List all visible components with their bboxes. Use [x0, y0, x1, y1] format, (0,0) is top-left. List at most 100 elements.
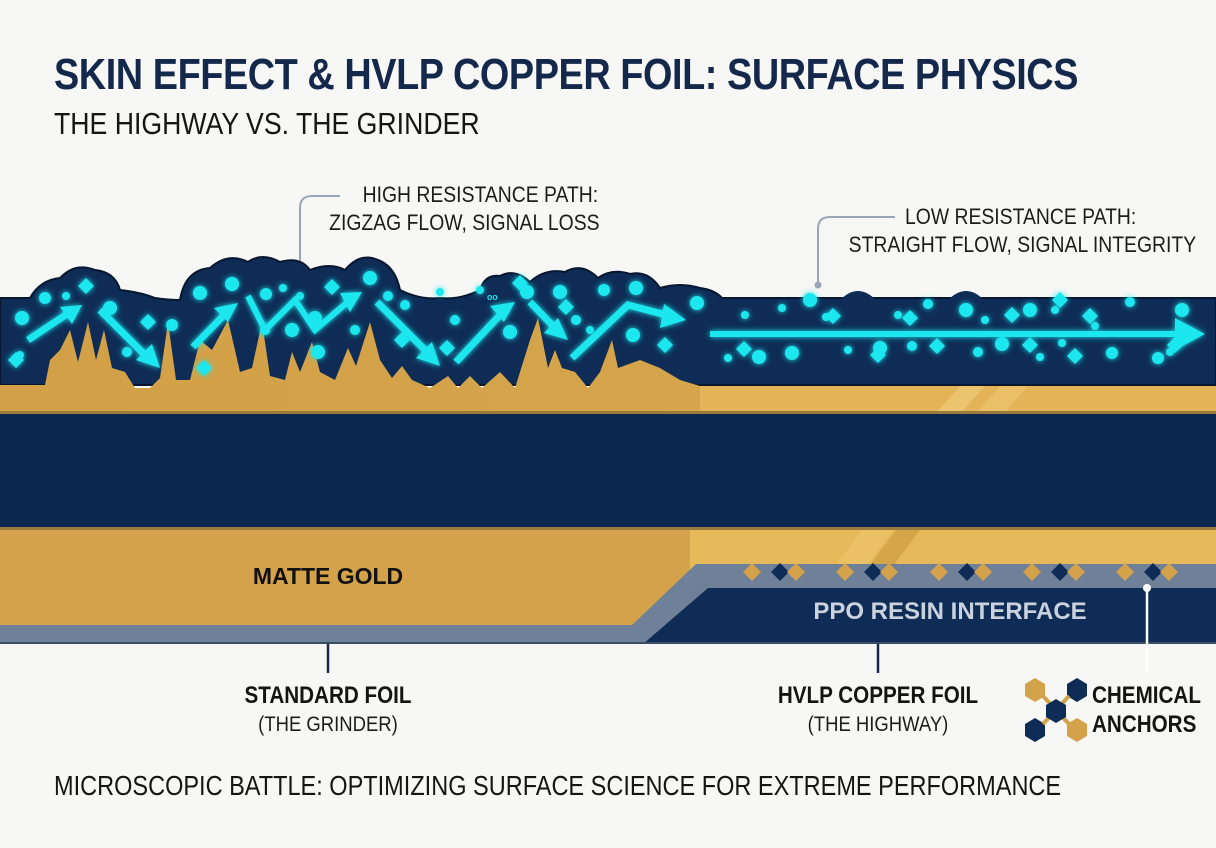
gold-sheen-2	[866, 530, 920, 570]
electron-particle	[450, 315, 460, 325]
electron-particle	[995, 337, 1009, 351]
ion-particle	[394, 332, 410, 348]
electron-particle	[350, 325, 360, 335]
high-resistance-leader-line	[299, 195, 340, 265]
matte-gold-label: MATTE GOLD	[253, 563, 403, 589]
hvlp-sheen-1	[936, 386, 985, 413]
electron-particle	[981, 316, 989, 324]
electron-particle	[383, 291, 393, 301]
high-resistance-callout: HIGH RESISTANCE PATH: ZIGZAG FLOW, SIGNA…	[329, 181, 599, 237]
anchor-diamond	[930, 563, 948, 581]
electron-particle	[503, 325, 517, 339]
electron-particle	[923, 299, 933, 309]
electron-particle	[553, 285, 567, 299]
electron-particle	[598, 284, 610, 296]
hvlp-foil-label: HVLP COPPER FOIL	[777, 682, 979, 709]
chemical-anchors-leader-dot	[1143, 584, 1151, 592]
electron-particle	[1125, 297, 1135, 307]
electron-particle	[973, 347, 983, 357]
electron-particle	[752, 350, 766, 364]
ion-particle	[1067, 348, 1083, 364]
copper-bottom-edge	[0, 411, 1216, 414]
electron-particles	[8, 271, 1189, 376]
electron-particle	[1106, 347, 1118, 359]
electron-particle	[225, 277, 239, 291]
anchor-diamond	[836, 563, 854, 581]
electron-particle	[844, 346, 852, 354]
electron-particle	[778, 304, 786, 312]
ion-particle	[558, 299, 574, 315]
electron-particle	[296, 292, 304, 300]
hvlp-foil-sublabel: (THE HIGHWAY)	[807, 713, 949, 736]
electron-particle	[959, 303, 973, 317]
low-resistance-leader-dot	[814, 281, 822, 289]
standard-foil-label: STANDARD FOIL	[244, 682, 412, 709]
ion-particle	[1052, 292, 1068, 308]
electron-particle	[122, 347, 132, 357]
anchor-diamond	[1116, 563, 1134, 581]
ion-particle	[140, 314, 156, 330]
dielectric-core	[0, 414, 1216, 528]
electron-particle	[1023, 303, 1037, 317]
zigzag-arrow-7	[527, 299, 568, 340]
ion-particle	[512, 275, 528, 291]
electron-particle	[39, 292, 51, 304]
low-resistance-line1: LOW RESISTANCE PATH:	[905, 204, 1137, 229]
electron-particle	[907, 341, 917, 351]
electron-particle	[15, 311, 29, 325]
anchor-diamond	[958, 563, 976, 581]
ion-particle	[1004, 307, 1020, 323]
electron-particle	[193, 286, 207, 300]
high-resistance-line1: HIGH RESISTANCE PATH:	[362, 182, 599, 207]
electron-particle	[1091, 322, 1099, 330]
zigzag-arrow-6	[453, 302, 515, 365]
electron-particle	[1058, 339, 1066, 347]
resin-bottom-edge	[0, 642, 1216, 644]
anchor-diamond	[880, 563, 898, 581]
molecule-anchor-icon	[1025, 678, 1087, 742]
hvlp-gold-layer	[690, 530, 1216, 570]
ion-particle	[902, 310, 918, 326]
electron-particle	[520, 285, 534, 299]
electron-particle	[363, 271, 377, 285]
slate-interface-band	[0, 564, 1216, 643]
electron-particle	[62, 292, 70, 300]
dielectric-bottom-edge	[0, 527, 1216, 530]
hvlp-sheen-2	[976, 386, 1028, 413]
anchor-diamond	[1051, 563, 1069, 581]
electron-particle	[476, 286, 484, 294]
signal-arrows	[26, 292, 1205, 368]
zigzag-arrow-3	[190, 303, 238, 350]
zigzag-arrow-5	[374, 299, 440, 366]
anchor-diamond	[1067, 563, 1085, 581]
ion-particle	[1082, 308, 1098, 324]
ppo-resin-block	[644, 588, 1216, 643]
electron-particle	[803, 293, 817, 307]
ion-particle	[825, 308, 841, 324]
ion-particle	[1022, 337, 1038, 353]
ion-particle	[324, 279, 340, 295]
electron-particle	[103, 301, 117, 315]
low-resistance-callout: LOW RESISTANCE PATH: STRAIGHT FLOW, SIGN…	[849, 203, 1196, 259]
anchor-diamond	[787, 563, 805, 581]
ion-particle	[78, 278, 94, 294]
anchor-diamond	[743, 563, 761, 581]
low-resistance-leader-line	[817, 216, 895, 285]
low-resistance-line2: STRAIGHT FLOW, SIGNAL INTEGRITY	[848, 232, 1197, 257]
electron-particle	[166, 319, 178, 331]
ppo-resin-label: PPO RESIN INTERFACE	[813, 598, 1086, 625]
high-resistance-line2: ZIGZAG FLOW, SIGNAL LOSS	[329, 210, 600, 235]
zigzag-arrow-4	[245, 292, 362, 336]
electron-particle	[1175, 303, 1189, 317]
chemical-anchors-label-line1: CHEMICAL	[1092, 682, 1201, 709]
ion-particle	[657, 337, 673, 353]
ion-particle	[736, 341, 752, 357]
ion-particle	[439, 340, 455, 356]
hvlp-bump-1	[840, 291, 876, 300]
electron-particle	[260, 288, 272, 300]
page-subtitle: THE HIGHWAY VS. THE GRINDER	[54, 106, 480, 141]
electron-particle	[1152, 352, 1164, 364]
electron-particle	[436, 288, 444, 296]
chemical-anchors-label-line2: ANCHORS	[1092, 711, 1197, 738]
